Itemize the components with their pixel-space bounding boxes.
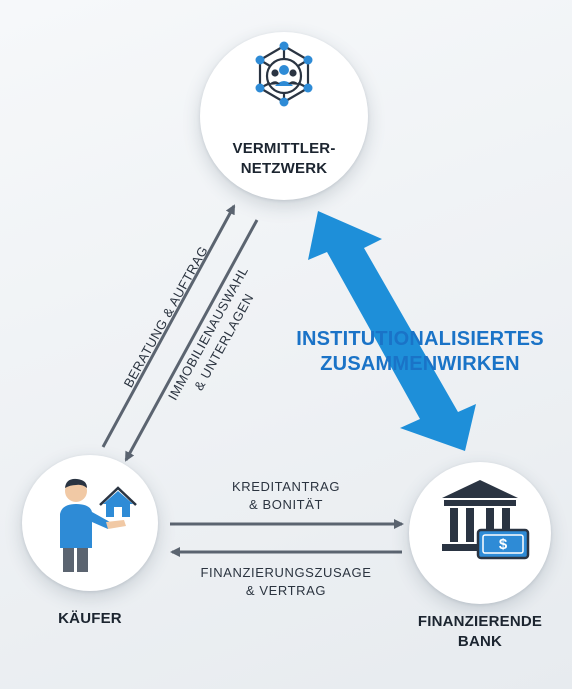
arrow-network-to-buyer — [124, 219, 259, 462]
buyer-to-bank-line1: KREDITANTRAG — [231, 479, 341, 494]
collaboration-line2: ZUSAMMENWIRKEN — [320, 353, 520, 375]
svg-text:$: $ — [499, 536, 508, 553]
person-house-icon — [60, 478, 137, 572]
bank-to-buyer-label: FINANZIERUNGSZUSAGE & VERTRAG — [176, 564, 396, 599]
network-people-icon — [255, 41, 313, 107]
bank-label: FINANZIERENDE BANK — [390, 612, 570, 653]
bank-to-buyer-line2: & VERTRAG — [245, 582, 327, 598]
collaboration-label: INSTITUTIONALISIERTES ZUSAMMENWIRKEN — [272, 327, 568, 377]
bank-label-line2: BANK — [457, 633, 503, 651]
bank-building-money-icon: $ — [442, 480, 530, 560]
collaboration-line1: INSTITUTIONALISIERTES — [296, 328, 544, 350]
bank-to-buyer-line1: FINANZIERUNGSZUSAGE — [200, 565, 372, 580]
buyer-to-bank-line2: & BONITÄT — [248, 496, 324, 512]
network-label-line2: NETZWERK — [240, 160, 328, 178]
collaboration-double-arrow — [308, 211, 476, 451]
network-label: VERMITTLER- NETZWERK — [200, 139, 368, 180]
buyer-to-bank-label: KREDITANTRAG & BONITÄT — [186, 478, 386, 513]
buyer-label: KÄUFER — [58, 610, 122, 627]
bank-label-line1: FINANZIERENDE — [417, 613, 543, 630]
network-label-line1: VERMITTLER- — [232, 140, 336, 157]
arrow-buyer-to-network — [101, 204, 236, 448]
